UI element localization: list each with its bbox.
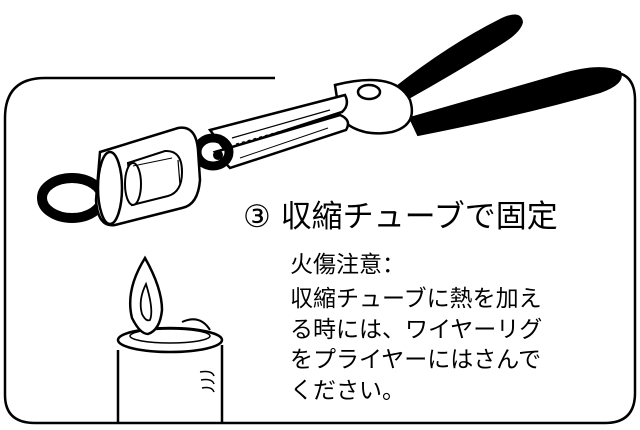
warning-text: 収縮チューブに熱を加え る時には、ワイヤーリグ をプライヤーにはさんで ください… — [290, 284, 620, 406]
lighter-icon — [116, 318, 224, 423]
flame-icon — [128, 255, 164, 336]
pliers-icon — [207, 14, 622, 170]
warning-line: る時には、ワイヤーリグ — [290, 316, 543, 343]
warning-heading: 火傷注意： — [290, 252, 405, 278]
panel-frame — [3, 70, 637, 425]
shrink-tube-icon — [94, 126, 202, 227]
warning-line: ください。 — [290, 377, 405, 404]
step-title: ③ 収縮チューブで固定 — [243, 199, 558, 235]
warning-line: 収縮チューブに熱を加え — [290, 286, 542, 312]
warning-line: をプライヤーにはさんで — [290, 347, 542, 373]
